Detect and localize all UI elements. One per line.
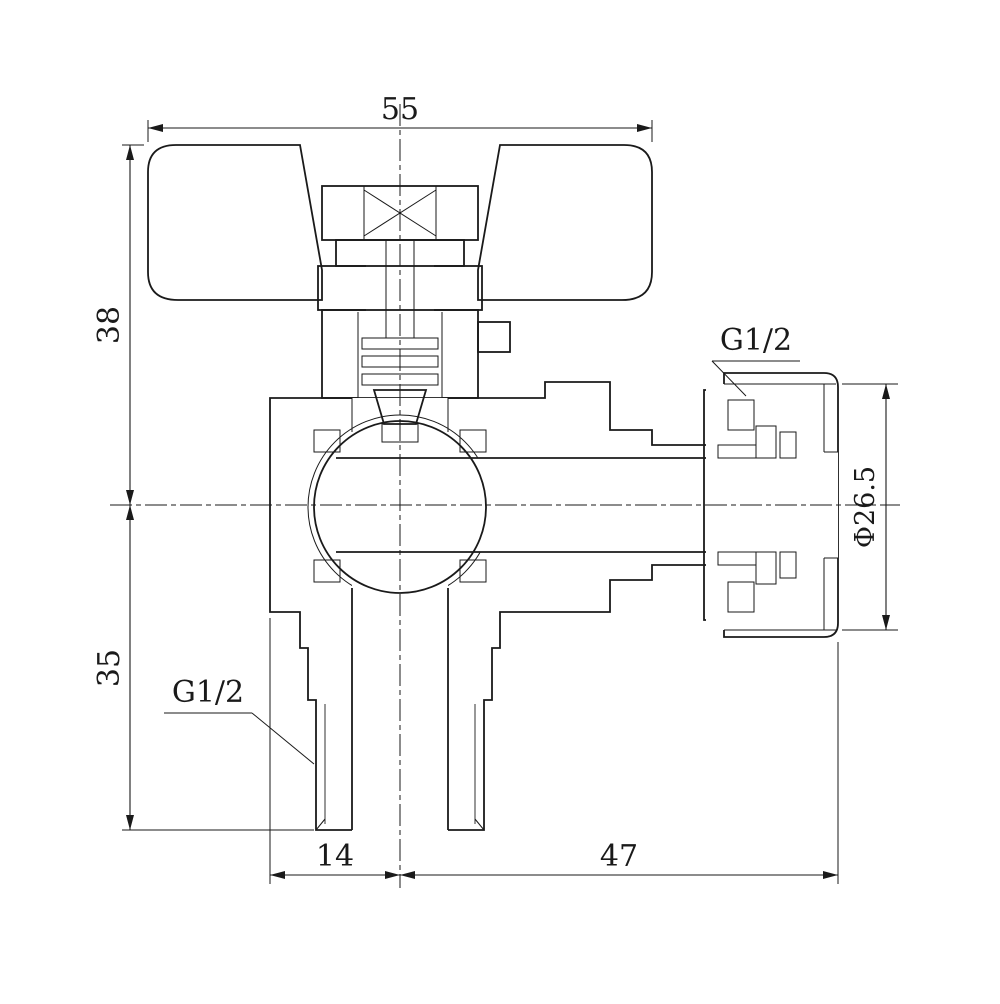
dim-upper-height: 38: [92, 144, 144, 505]
inlet-thread-leader: [251, 712, 315, 765]
dim-outlet-length-label: 47: [600, 839, 638, 874]
centerlines: [110, 104, 900, 888]
dim-offset-label: 14: [316, 839, 354, 874]
bonnet-retainer-tab: [477, 321, 511, 353]
seat-lower-left: [313, 559, 341, 583]
o-ring-top: [727, 399, 755, 431]
dimensions: 55 38 35 Φ26.5: [92, 92, 898, 884]
butterfly-handle: [147, 144, 653, 311]
seat-upper-left: [313, 429, 341, 453]
washer-top: [779, 431, 797, 459]
pipe-flange-top: [755, 425, 777, 459]
dim-nut-diameter: Φ26.5: [842, 383, 898, 631]
swivel-nut-cavity: [706, 384, 824, 630]
handle-left-wing: [147, 144, 323, 301]
outlet-thread-leader: [711, 360, 747, 397]
o-ring-bottom: [727, 581, 755, 613]
seat-lower-right: [459, 559, 487, 583]
handle-right-wing: [477, 144, 653, 301]
stem-and-nut: [321, 185, 479, 338]
pipe-flange-bottom: [755, 551, 777, 585]
washer-bottom: [779, 551, 797, 579]
outlet-thread-label: G1/2: [720, 323, 792, 358]
label-outlet-thread: G1/2: [711, 323, 800, 397]
dim-lower-height: 35: [92, 505, 314, 831]
inlet-thread-label: G1/2: [172, 675, 244, 710]
label-inlet-thread: G1/2: [164, 675, 315, 765]
body-section: [269, 381, 719, 831]
dim-bottom: 14 47: [269, 618, 839, 884]
swivel-nut: [703, 372, 839, 638]
dim-upper-height-label: 38: [92, 306, 127, 344]
dim-nut-diameter-label: Φ26.5: [850, 466, 881, 548]
swivel-nut-section: [703, 372, 839, 638]
seat-upper-right: [459, 429, 487, 453]
dim-lower-height-label: 35: [92, 649, 127, 687]
